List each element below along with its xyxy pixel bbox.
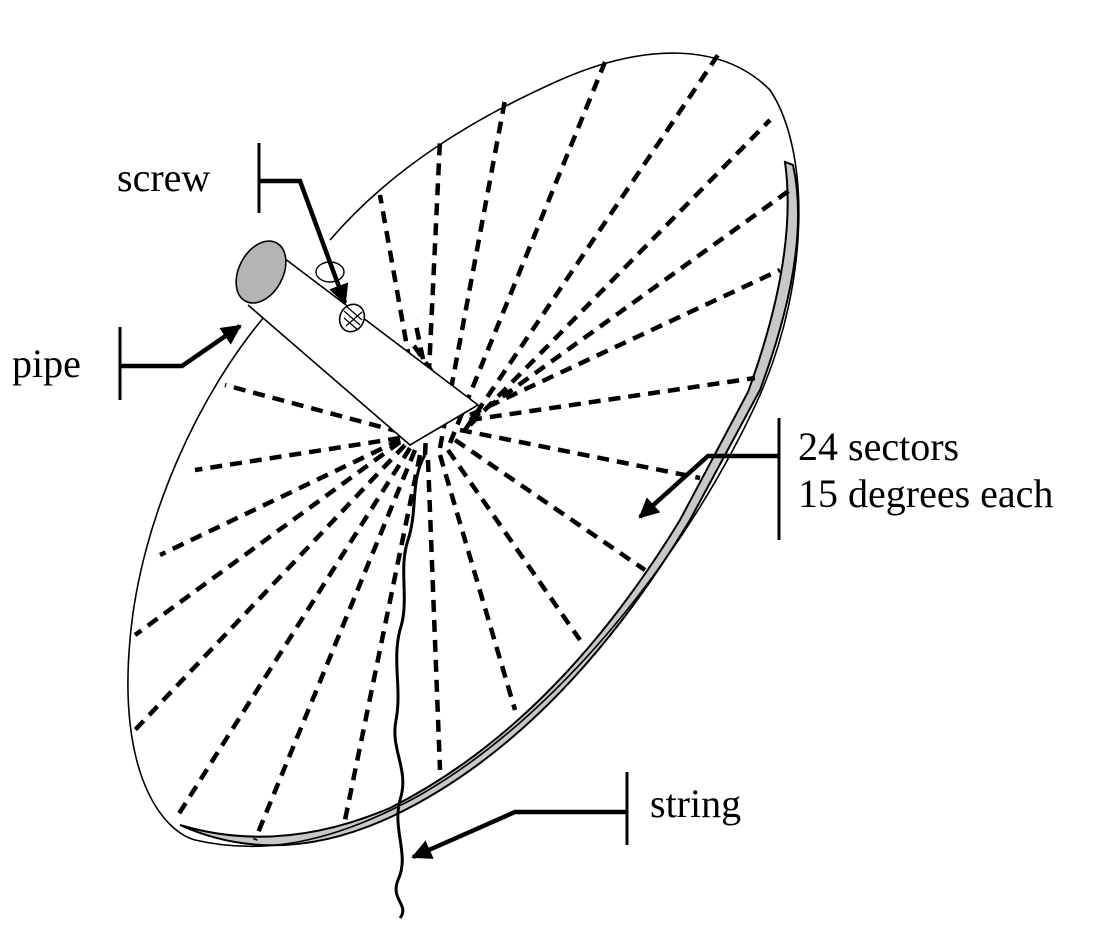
arrow-icon (411, 809, 627, 860)
sector-line (252, 449, 418, 841)
sector-line (133, 440, 402, 637)
sector-line (342, 454, 423, 821)
sector-line (173, 446, 412, 822)
leader-string (411, 772, 629, 860)
sector-line (437, 454, 518, 711)
leader-pipe (118, 324, 242, 400)
arrow-icon (259, 178, 349, 305)
sectors-count-label: 24 sectors (798, 424, 960, 469)
pipe-end-icon (235, 240, 287, 304)
sector-line (468, 188, 792, 422)
sector-line (469, 267, 781, 418)
arrow-icon (120, 324, 242, 369)
sector-line (447, 61, 608, 444)
sector-line (194, 435, 401, 473)
sector-line (408, 338, 457, 407)
sector-line (224, 382, 401, 435)
dish-outline (127, 52, 800, 848)
leader-sectors (638, 418, 781, 540)
string-label: string (650, 781, 742, 826)
sector-line (469, 375, 756, 423)
sectors-degrees-label: 15 degrees each (798, 471, 1054, 516)
screw-label: screw (117, 155, 211, 200)
pipe-label: pipe (12, 341, 81, 386)
dish-rim (179, 160, 800, 847)
sector-line (422, 139, 443, 456)
sector-line (425, 459, 443, 771)
sector-line (468, 118, 772, 427)
sector-line (463, 53, 720, 432)
leader-screw (257, 143, 349, 305)
pipe (235, 240, 480, 446)
sector-line (377, 194, 423, 421)
sector-lines (133, 53, 792, 841)
sector-line (459, 427, 701, 481)
sector-line (133, 443, 407, 732)
arrow-icon (638, 453, 779, 519)
sector-line (453, 438, 647, 572)
sector-line (159, 437, 401, 558)
string (393, 454, 427, 919)
